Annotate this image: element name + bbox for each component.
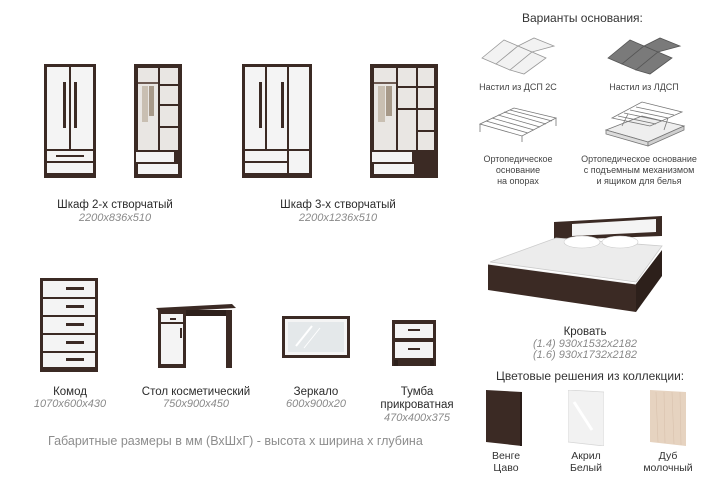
mirror-image: [282, 316, 350, 358]
base-lift-image: [602, 100, 688, 148]
base-laminated-caption: Настил из ЛДСП: [609, 82, 679, 92]
wardrobe2-closed-image: [44, 64, 96, 178]
dresser-dims: 1070x600x430: [33, 398, 107, 410]
nightstand-name-line2: прикроватная: [380, 399, 454, 411]
base-orthopedic-caption: Ортопедическое основание на опорах: [483, 154, 553, 186]
swatch-oak-caption: Дуб молочный: [643, 450, 693, 474]
mirror-name: Зеркало: [293, 386, 339, 398]
bases-title: Варианты основания:: [522, 11, 643, 25]
swatch-milk-oak: [650, 390, 686, 446]
colors-title: Цветовые решения из коллекции:: [496, 369, 685, 383]
base-lift-caption: Ортопедическое основание с подъемным мех…: [581, 154, 697, 186]
bed-image: [486, 216, 664, 316]
mirror-dims: 600x900x20: [286, 398, 346, 410]
swatch-white-caption: Акрил Белый: [570, 450, 602, 474]
vanity-name: Стол косметический: [141, 386, 251, 398]
nightstand-name: Тумба прикроватная: [364, 386, 470, 412]
base-orthopedic-image: [476, 102, 560, 144]
wardrobe3-closed-image: [242, 64, 312, 178]
wardrobe3-name: Шкаф 3-х створчатый: [280, 199, 396, 211]
swatch-wenge: [486, 390, 522, 446]
wardrobe2-open-image: [134, 64, 182, 178]
dresser-image: [40, 278, 98, 372]
dimensions-note: Габаритные размеры в мм (ВхШхГ) - высота…: [48, 434, 423, 448]
bed-dims-14: (1.4) 930x1532x2182: [533, 338, 637, 350]
bed-name: Кровать: [563, 326, 607, 338]
base-chipboard-image: [478, 36, 558, 76]
wardrobe3-open-image: [370, 64, 438, 178]
vanity-dims: 750x900x450: [162, 398, 230, 410]
swatch-white-acrylic: [568, 390, 604, 446]
dresser-name: Комод: [53, 386, 87, 398]
vanity-image: [156, 302, 236, 370]
wardrobe2-name: Шкаф 2-х створчатый: [57, 199, 173, 211]
bed-dims-16: (1.6) 930x1732x2182: [533, 349, 637, 361]
nightstand-dims: 470x400x375: [383, 412, 451, 424]
swatch-wenge-caption: Венге Цаво: [491, 450, 521, 474]
wardrobe2-dims: 2200x836x510: [78, 212, 152, 224]
base-chipboard-caption: Настил из ДСП 2С: [479, 82, 557, 92]
nightstand-image: [392, 320, 436, 366]
wardrobe3-dims: 2200x1236x510: [298, 212, 378, 224]
base-laminated-image: [604, 36, 684, 76]
nightstand-name-line1: Тумба: [400, 386, 434, 398]
